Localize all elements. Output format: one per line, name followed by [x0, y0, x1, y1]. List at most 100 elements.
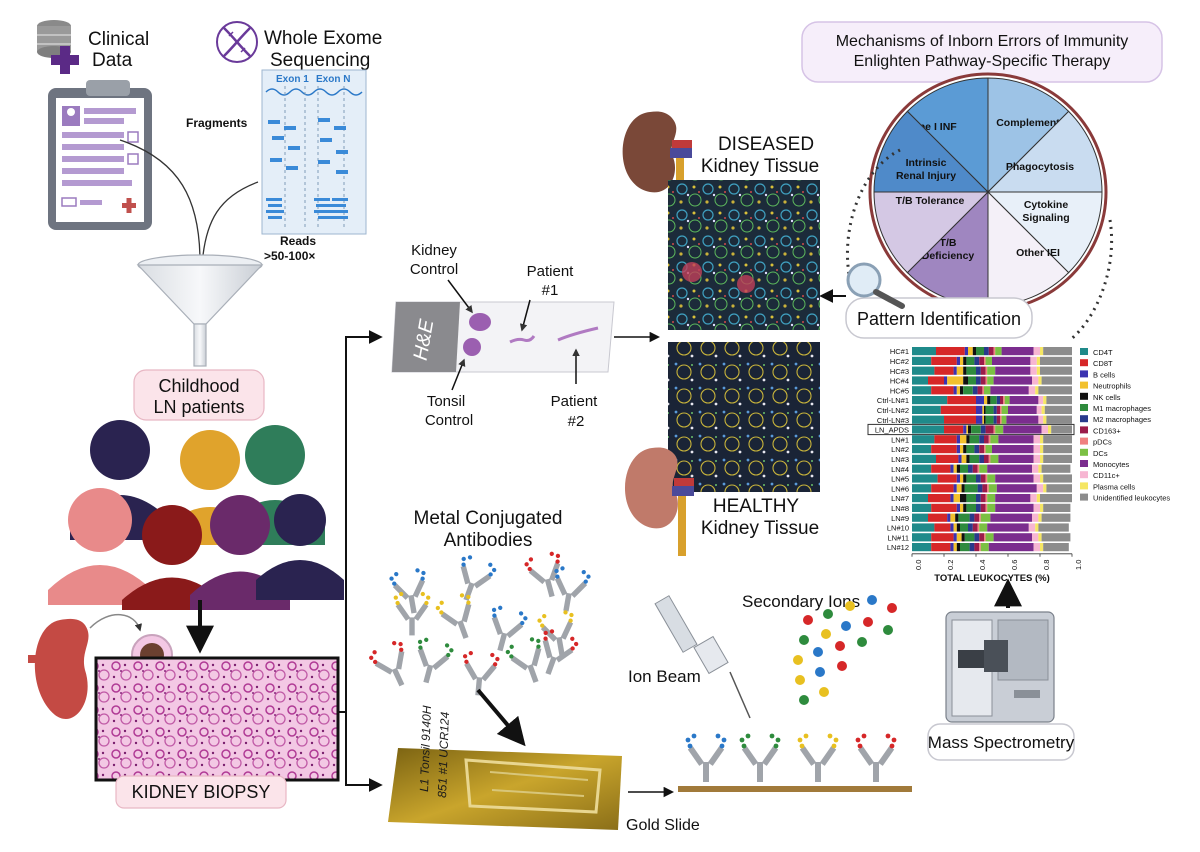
bar-segment: [1030, 494, 1037, 503]
bar-segment: [1041, 533, 1071, 542]
category-label: LN#7: [891, 494, 909, 503]
bar-segment: [961, 484, 965, 493]
bar-segment: [993, 533, 1032, 542]
wheel-slice: [986, 191, 1103, 274]
category-label: HC#4: [890, 377, 909, 386]
healthy-label-1: HEALTHY: [713, 496, 800, 517]
bar-segment: [1036, 494, 1040, 503]
bar-segment: [912, 503, 932, 512]
bar-segment: [947, 376, 964, 385]
healthy-label-2: Kidney Tissue: [701, 518, 819, 539]
bar-segment: [956, 435, 960, 444]
mechanisms-title-1: Mechanisms of Inborn Errors of Immunity: [836, 33, 1129, 50]
bar-segment: [912, 386, 932, 395]
ion-dot: [837, 661, 847, 671]
bar-segment: [955, 513, 959, 522]
bar-segment: [979, 454, 984, 463]
patient1-arrow: [519, 299, 531, 332]
bar-segment: [988, 347, 994, 356]
antibody: [797, 733, 839, 782]
antibody: [739, 733, 781, 782]
bar-segment: [979, 543, 981, 552]
bar-segment: [1033, 435, 1040, 444]
bar-segment: [912, 533, 932, 542]
mass-spec-label: Mass Spectrometry: [928, 733, 1075, 752]
bar-segment: [912, 543, 932, 552]
bar-segment: [912, 474, 938, 483]
bar-segment: [1003, 396, 1005, 405]
bar-segment: [1001, 347, 1034, 356]
fragments-label: Fragments: [186, 116, 248, 130]
wheel-slice: [986, 110, 1103, 193]
gold-slide: L1 Tonsil 9140H 851 #1 UCR124: [388, 705, 622, 830]
bar-segment: [985, 366, 988, 375]
wes-to-funnel-arrow: [199, 181, 259, 268]
bar-segment: [976, 366, 981, 375]
category-label: HC#5: [890, 386, 909, 395]
leukocyte-chart: HC#1HC#2HC#3HC#4HC#5Ctrl-LN#1Ctrl-LN#2Ct…: [867, 340, 1170, 584]
category-label: HC#3: [890, 367, 909, 376]
bar-segment: [931, 503, 957, 512]
bar-segment: [984, 415, 986, 424]
wes-title-1: Whole Exome: [264, 28, 382, 49]
bar-segment: [912, 494, 928, 503]
legend-label: Unidentified leukocytes: [1093, 494, 1170, 503]
antibody-cluster: [369, 551, 591, 696]
bar-segment: [1043, 543, 1069, 552]
antibodies-title-2: Antibodies: [444, 530, 533, 551]
bar-segment: [1046, 415, 1072, 424]
patient1-2: #1: [542, 282, 559, 299]
bar-segment: [966, 356, 975, 365]
bar-segment: [984, 533, 986, 542]
bar-segment: [944, 425, 964, 434]
bar-segment: [968, 523, 973, 532]
healthy-kidney-icon: [624, 447, 694, 556]
ion-dot: [841, 621, 851, 631]
bar-segment: [1040, 494, 1072, 503]
bar-segment: [980, 494, 986, 503]
legend-swatch: [1080, 392, 1088, 400]
ion-dot: [793, 655, 803, 665]
bar-segment: [966, 454, 970, 463]
bar-segment: [1035, 386, 1039, 395]
dotted-arc-right: [1069, 219, 1114, 342]
bar-segment: [985, 415, 994, 424]
bar-segment: [985, 533, 994, 542]
wheel-slice-label: Other IEI: [1016, 247, 1060, 259]
ln-patients-2: LN patients: [153, 397, 244, 417]
bar-segment: [1001, 405, 1008, 414]
ln-patients-box: [133, 369, 265, 421]
kidney-icon: [28, 618, 89, 719]
bar-segment: [1043, 503, 1071, 512]
bar-segment: [992, 356, 1031, 365]
bar-segment: [984, 454, 989, 463]
bar-segment: [912, 484, 932, 493]
wheel-slice: [987, 77, 1070, 194]
bar-segment: [963, 376, 968, 385]
legend-label: CD8T: [1093, 359, 1113, 368]
ion-dot: [821, 629, 831, 639]
wheel-slice-label: Phagocytosis: [1006, 161, 1074, 173]
bar-segment: [956, 464, 960, 473]
bar-segment: [985, 503, 988, 512]
bar-segment: [947, 513, 951, 522]
bar-segment: [993, 415, 997, 424]
category-label: LN#9: [891, 514, 909, 523]
bar-segment: [1040, 474, 1044, 483]
reads-label-1: Reads: [280, 234, 316, 248]
legend-swatch: [1080, 426, 1088, 434]
bar-segment: [964, 484, 978, 493]
bar-segment: [912, 356, 932, 365]
bar-segment: [931, 533, 954, 542]
bar-segment: [990, 513, 1032, 522]
bar-segment: [984, 386, 991, 395]
ion-dot: [815, 667, 825, 677]
clinical-title-1: Clinical: [88, 29, 149, 50]
wheel-slice: [906, 77, 989, 194]
bar-segment: [985, 376, 988, 385]
legend-label: Plasma cells: [1093, 482, 1135, 491]
bar-segment: [931, 386, 954, 395]
bar-segment: [931, 484, 954, 493]
category-label: LN#11: [887, 533, 909, 542]
